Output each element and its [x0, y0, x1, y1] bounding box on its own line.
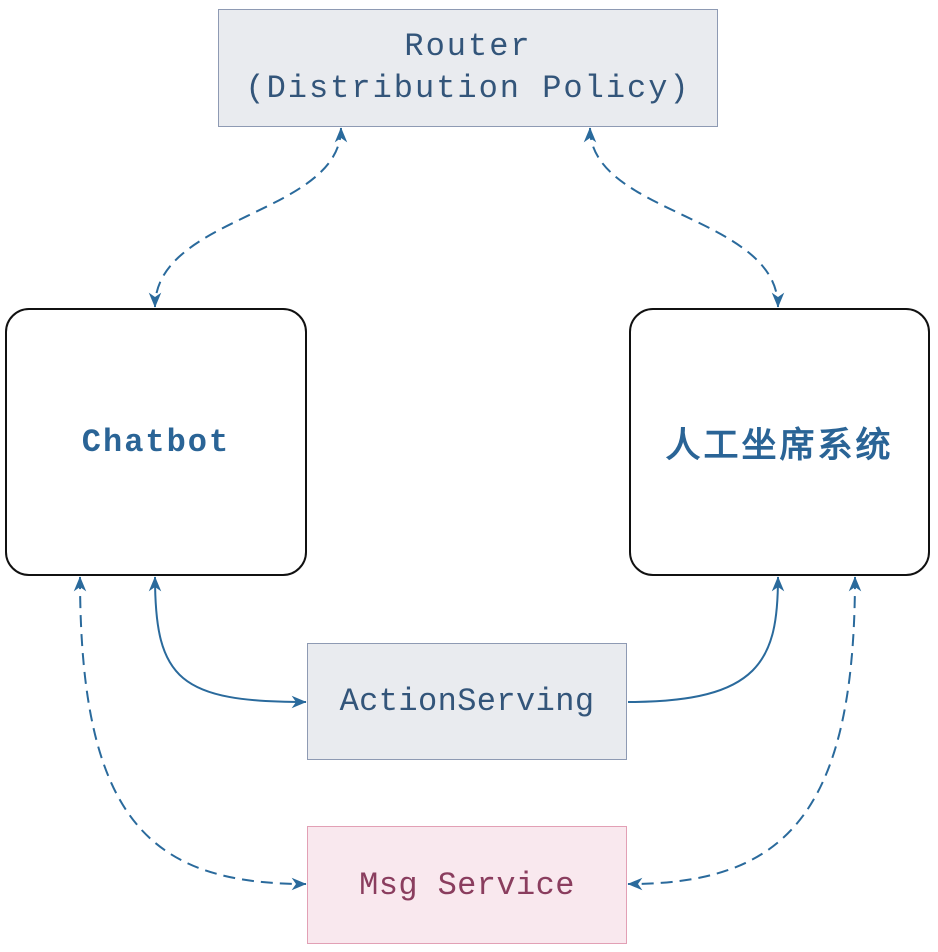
- edge-agent-system-msg-service: [627, 576, 862, 891]
- agent-system-label: 人工坐席系统: [665, 427, 894, 468]
- router-title: Router: [404, 28, 532, 65]
- router-subtitle: (Distribution Policy): [245, 70, 691, 107]
- edge-action-serving-agent-system: [627, 576, 785, 703]
- msg-service-node: Msg Service: [307, 826, 627, 944]
- action-serving-label: ActionServing: [339, 683, 595, 720]
- edge-chatbot-msg-service: [73, 576, 307, 891]
- agent-system-node: 人工坐席系统: [629, 308, 930, 576]
- action-serving-node: ActionServing: [307, 643, 627, 760]
- router-node: Router (Distribution Policy): [218, 9, 718, 127]
- chatbot-label: Chatbot: [81, 423, 231, 461]
- edge-router-agent-system: [583, 127, 785, 308]
- edge-router-chatbot: [148, 127, 348, 308]
- msg-service-label: Msg Service: [359, 866, 575, 904]
- chatbot-node: Chatbot: [5, 308, 307, 576]
- edge-chatbot-action-serving: [148, 576, 307, 709]
